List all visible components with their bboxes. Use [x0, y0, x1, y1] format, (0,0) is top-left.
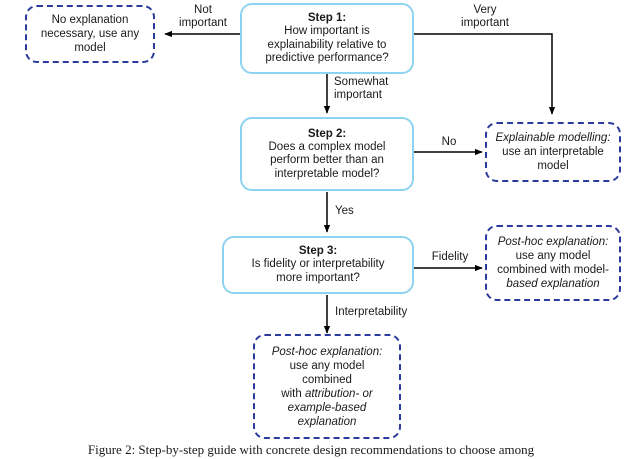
figure-caption: Figure 2: Step-by-step guide with concre…: [0, 441, 640, 459]
node-posthoc-attribution[interactable]: Post-hoc explanation: use any model comb…: [253, 334, 401, 439]
not-important-line-1: Not: [194, 4, 212, 16]
figure-caption-text: Figure 2: Step-by-step guide with concre…: [87, 442, 535, 457]
posthoc-attribution-line-3-plain: with: [281, 387, 305, 400]
posthoc-attribution-line-3: with attribution- or: [281, 387, 372, 401]
step-2-line-1: Does a complex model: [268, 140, 386, 153]
edge-label-very-important: Very important: [437, 4, 533, 31]
node-explainable-modelling[interactable]: Explainable modelling: use an interpreta…: [485, 122, 621, 182]
edge-label-fidelity: Fidelity: [431, 251, 469, 263]
node-no-explanation[interactable]: No explanation necessary, use any model: [25, 5, 155, 63]
posthoc-attribution-line-1: use any model: [289, 359, 365, 372]
posthoc-model-based-lead: Post-hoc explanation:: [497, 236, 609, 248]
edge-label-somewhat-important: Somewhat important: [334, 76, 424, 103]
edge-very-important: [414, 33, 556, 115]
step-2-line-3: interpretable model?: [274, 167, 380, 180]
posthoc-model-based-line-1: use any model: [515, 250, 591, 262]
posthoc-model-based-line-2: combined with model-: [497, 264, 609, 276]
step-3-line-1: Is fidelity or interpretability: [251, 258, 385, 271]
node-step-3[interactable]: Step 3: Is fidelity or interpretability …: [222, 236, 414, 294]
node-step-1[interactable]: Step 1: How important is explainability …: [240, 3, 414, 74]
posthoc-attribution-line-2: combined: [302, 373, 352, 386]
step-3-title: Step 3:: [298, 245, 338, 258]
explainable-modelling-lead: Explainable modelling:: [495, 132, 611, 144]
posthoc-attribution-line-3-em: attribution- or: [304, 387, 373, 400]
not-important-line-2: important: [179, 17, 227, 30]
somewhat-important-line-2: important: [334, 89, 382, 102]
posthoc-attribution-line-5: explanation: [297, 415, 357, 428]
explainable-modelling-line-2: model: [537, 160, 569, 172]
no-explanation-line-3: model: [74, 42, 106, 54]
step-2-line-2: perform better than an: [270, 154, 384, 167]
edge-label-interpretability: Interpretability: [335, 306, 408, 318]
step-2-title: Step 2:: [307, 127, 347, 140]
no-explanation-line-1: No explanation: [51, 14, 129, 26]
edge-label-not-important: Not important: [168, 4, 238, 31]
step-3-line-2: more important?: [276, 272, 360, 284]
step-1-line-2: explainability relative to: [267, 38, 387, 51]
step-1-line-1: How important is: [284, 25, 370, 38]
posthoc-model-based-line-3: based explanation: [506, 278, 600, 290]
edge-label-yes: Yes: [335, 205, 354, 217]
explainable-modelling-line-1: use an interpretable: [502, 146, 604, 158]
node-step-2[interactable]: Step 2: Does a complex model perform bet…: [240, 117, 414, 191]
posthoc-attribution-lead: Post-hoc explanation:: [271, 345, 383, 358]
edge-label-no: No: [441, 136, 457, 148]
step-1-title: Step 1:: [307, 12, 347, 25]
node-posthoc-model-based[interactable]: Post-hoc explanation: use any model comb…: [485, 225, 621, 301]
very-important-line-2: important: [461, 17, 509, 30]
step-1-line-3: predictive performance?: [265, 52, 389, 65]
very-important-line-1: Very: [473, 4, 497, 16]
no-explanation-line-2: necessary, use any: [40, 28, 140, 40]
posthoc-attribution-line-4: example-based: [287, 401, 367, 414]
somewhat-important-line-1: Somewhat: [334, 76, 389, 88]
